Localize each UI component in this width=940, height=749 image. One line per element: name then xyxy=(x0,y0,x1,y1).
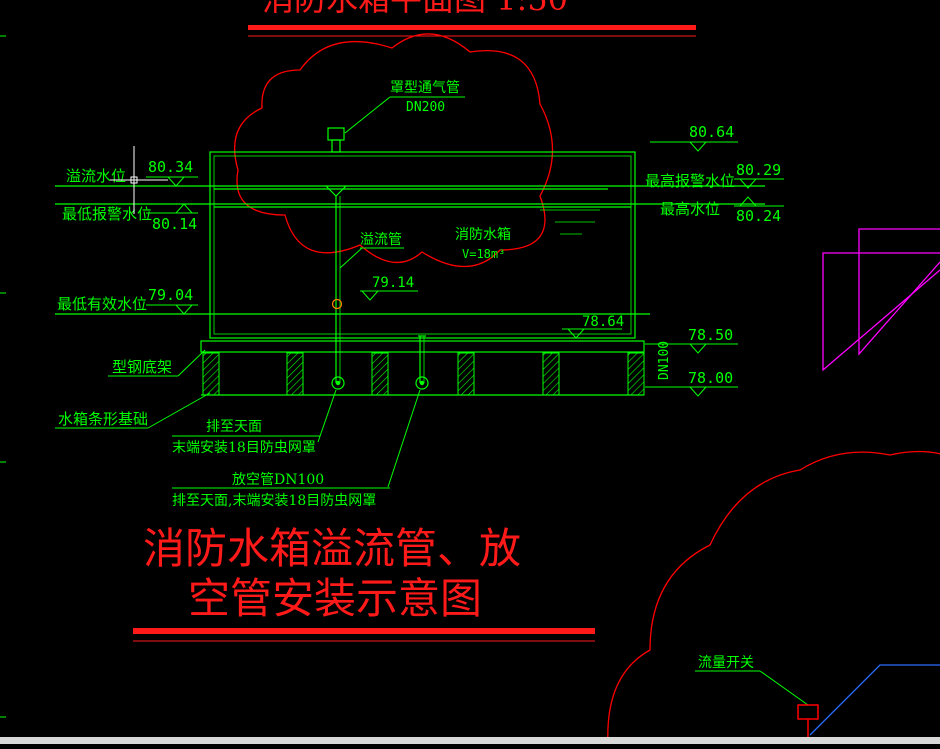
strip-foundations xyxy=(202,352,645,396)
flow-switch-group: 流量开关 xyxy=(695,655,819,744)
inner-elevations: 79.14 78.64 xyxy=(360,275,624,339)
dn100-vertical-label: DN100 xyxy=(657,341,672,380)
tank-outer-wall xyxy=(209,151,636,339)
steel-frame-label: 型钢底架 xyxy=(112,358,172,376)
flow-switch-label: 流量开关 xyxy=(698,655,754,671)
magenta-shape xyxy=(822,228,940,372)
vent-pipe-group: 罩型通气管 DN200 xyxy=(327,80,465,153)
tank-name-label: 消防水箱 xyxy=(455,227,511,243)
right-elevations: 80.64 最高报警水位 80.29 最高水位 80.24 78.50 78.0… xyxy=(645,123,784,397)
insect-screen-label: 末端安装18目防虫网罩 xyxy=(172,440,316,456)
elevation-80-34: 80.34 xyxy=(148,158,193,176)
overflow-pipe-label: 溢流管 xyxy=(360,232,402,248)
main-title-line1: 消防水箱溢流管、放 xyxy=(143,524,521,573)
blue-pipe xyxy=(809,664,940,736)
drain-outlet-icon xyxy=(415,376,429,390)
left-edge-ticks xyxy=(0,35,6,718)
low-alarm-level-label: 最低报警水位 xyxy=(62,205,152,223)
elevation-80-24: 80.24 xyxy=(736,207,781,225)
drain-pipe-group xyxy=(317,335,429,488)
strip-foundation-label: 水箱条形基础 xyxy=(58,410,148,428)
left-elevations: 溢流水位 80.34 最低报警水位 80.14 最低有效水位 79.04 xyxy=(57,158,198,315)
tank-inner-wall xyxy=(213,155,632,335)
top-title: 消防水箱平面图 1:50 xyxy=(262,0,568,18)
drain-pipe-label: 放空管DN100 xyxy=(232,472,324,488)
elevation-80-14: 80.14 xyxy=(152,215,197,233)
flow-switch-icon[interactable] xyxy=(797,704,819,720)
revision-cloud-top xyxy=(234,33,554,268)
water-tank xyxy=(55,151,765,339)
revision-cloud-bottom xyxy=(607,450,940,745)
vent-pipe-cap-icon xyxy=(327,127,345,141)
top-title-underline xyxy=(248,25,696,30)
discharge-notes: 排至天面 末端安装18目防虫网罩 放空管DN100 排至天面,末端安装18目防虫… xyxy=(172,419,390,509)
elevation-80-64: 80.64 xyxy=(689,123,734,141)
elevation-78-00: 78.00 xyxy=(688,369,733,387)
steel-frame xyxy=(200,340,645,396)
high-alarm-level-label: 最高报警水位 xyxy=(645,172,735,190)
elevation-79-04: 79.04 xyxy=(148,286,193,304)
frame-labels: 型钢底架 水箱条形基础 xyxy=(55,349,211,429)
overflow-funnel-icon xyxy=(325,185,347,197)
vent-pipe-label: 罩型通气管 xyxy=(390,80,460,96)
main-title-line2: 空管安装示意图 xyxy=(188,574,482,623)
top-title-group: 消防水箱平面图 1:50 xyxy=(248,0,696,37)
elevation-78-64: 78.64 xyxy=(582,314,624,330)
min-effective-level-label: 最低有效水位 xyxy=(57,295,147,313)
overflow-level-label: 溢流水位 xyxy=(66,167,126,185)
drain-note-label: 排至天面,末端安装18目防虫网罩 xyxy=(172,493,376,509)
max-level-label: 最高水位 xyxy=(660,200,720,218)
tank-volume-label: V=18m³ xyxy=(462,247,505,261)
elevation-78-50: 78.50 xyxy=(688,326,733,344)
vent-pipe-size: DN200 xyxy=(406,100,445,115)
elevation-80-29: 80.29 xyxy=(736,161,781,179)
overflow-outlet-icon xyxy=(331,376,345,390)
discharge-roof-label: 排至天面 xyxy=(206,419,262,435)
main-title-underline xyxy=(133,628,595,634)
elevation-79-14: 79.14 xyxy=(372,275,414,291)
crosshair-cursor xyxy=(110,146,168,214)
horizontal-scrollbar[interactable] xyxy=(0,737,940,744)
main-title-group: 消防水箱溢流管、放 空管安装示意图 xyxy=(133,524,595,642)
overflow-valve-icon xyxy=(331,298,343,310)
